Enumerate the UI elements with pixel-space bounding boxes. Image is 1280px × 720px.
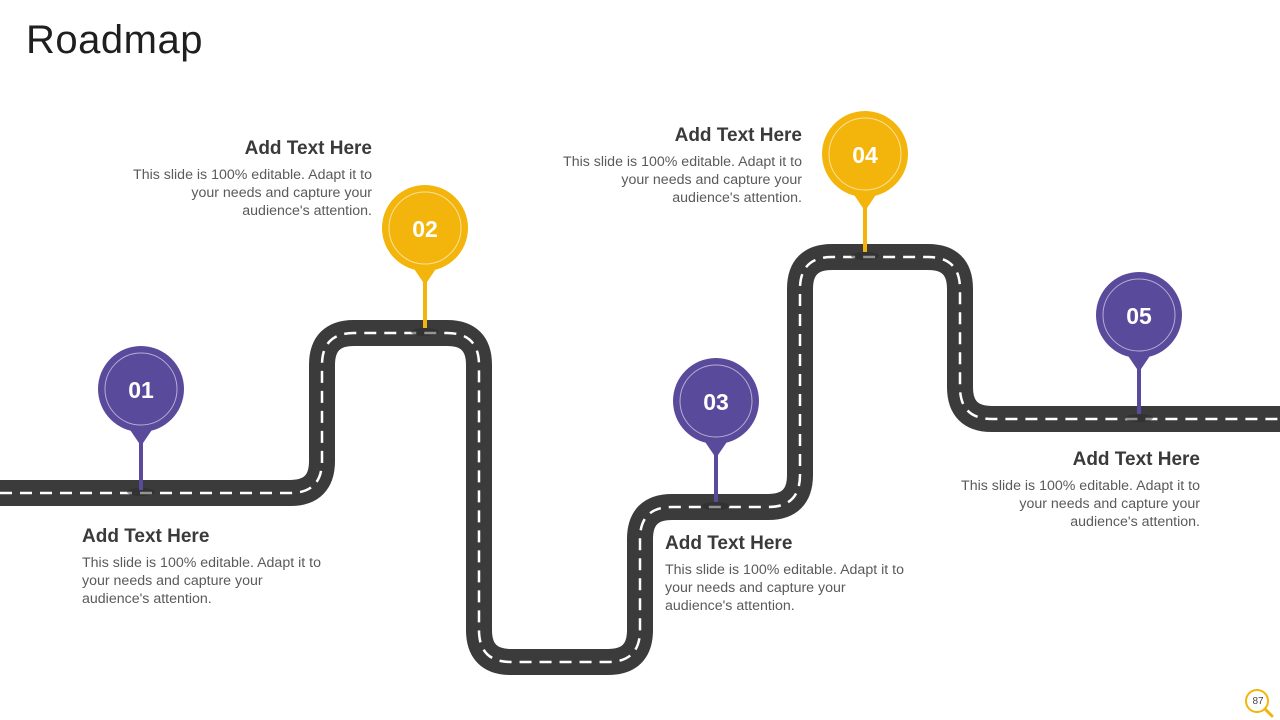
milestone-heading-04: Add Text Here: [674, 125, 802, 146]
page-title: Roadmap: [26, 18, 203, 62]
milestone-number-01: 01: [128, 377, 154, 403]
milestone-number-02: 02: [412, 216, 438, 242]
milestone-pin-01: 01: [98, 346, 184, 496]
milestone-text-01: Add Text Here This slide is 100% editabl…: [82, 526, 322, 608]
road-lane-markings: [0, 255, 1280, 664]
milestone-pin-04: 04: [822, 111, 908, 260]
milestone-description-05: This slide is 100% editable. Adapt it to…: [961, 478, 1200, 530]
page-number: 87: [1252, 696, 1264, 707]
milestone-number-05: 05: [1126, 303, 1152, 329]
milestone-heading-05: Add Text Here: [1072, 449, 1200, 470]
milestone-text-05: Add Text Here This slide is 100% editabl…: [960, 449, 1200, 531]
milestone-description-02: This slide is 100% editable. Adapt it to…: [133, 167, 372, 219]
milestone-description-04: This slide is 100% editable. Adapt it to…: [563, 154, 802, 206]
milestone-text-03: Add Text Here This slide is 100% editabl…: [665, 533, 905, 615]
milestone-text-04: Add Text Here This slide is 100% editabl…: [562, 125, 802, 207]
milestone-number-04: 04: [852, 142, 878, 168]
milestone-heading-01: Add Text Here: [82, 526, 210, 547]
milestone-pin-02: 02: [382, 185, 468, 336]
milestone-number-03: 03: [703, 389, 729, 415]
milestone-description-01: This slide is 100% editable. Adapt it to…: [82, 555, 321, 607]
milestone-heading-03: Add Text Here: [665, 533, 793, 554]
milestone-text-02: Add Text Here This slide is 100% editabl…: [132, 138, 372, 220]
milestone-description-03: This slide is 100% editable. Adapt it to…: [665, 562, 904, 614]
page-number-badge: 87: [1245, 689, 1274, 718]
magnifier-icon: [1245, 689, 1274, 718]
milestone-pin-03: 03: [673, 358, 759, 510]
milestone-pin-05: 05: [1096, 272, 1182, 422]
milestone-heading-02: Add Text Here: [244, 138, 372, 159]
